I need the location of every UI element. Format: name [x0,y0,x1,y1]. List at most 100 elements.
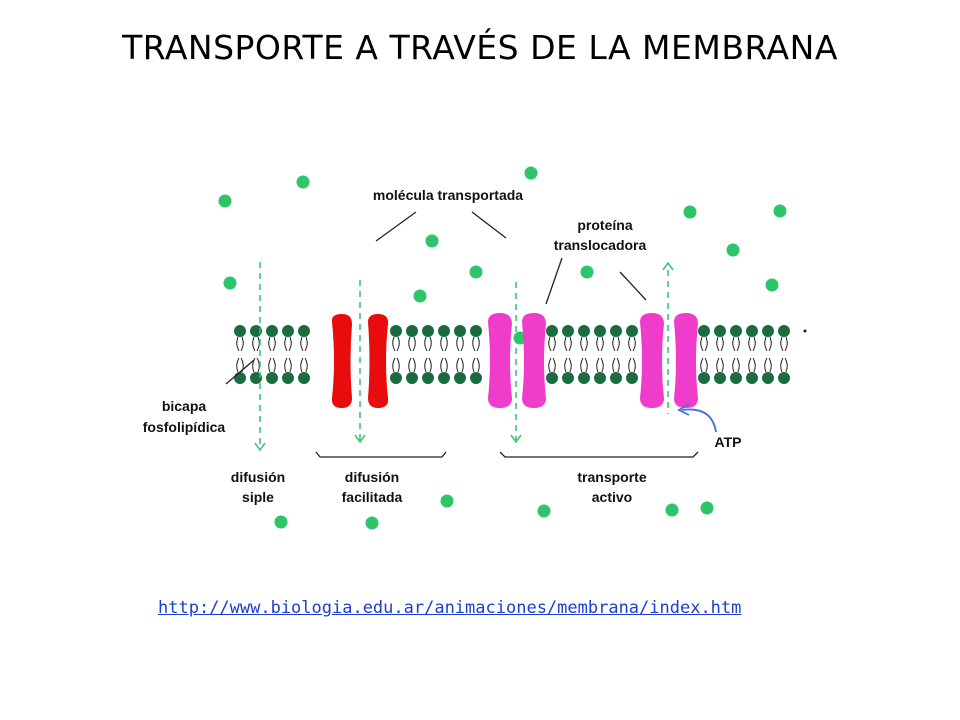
active-transport-bracket [499,451,699,458]
lipid-tails [596,336,604,373]
lipid-head-top [746,325,758,337]
molecule [365,516,379,530]
molecule [765,278,779,292]
molecule [726,243,740,257]
label-active-transport-line1: transporte [577,469,646,485]
lipid-head-bottom [698,372,710,384]
lipid-head-bottom [562,372,574,384]
lipid-head-bottom [578,372,590,384]
molecule [440,494,454,508]
lipid-head-top [698,325,710,337]
carrier-protein [522,313,546,408]
molecule [274,515,288,529]
lipid-head-bottom [282,372,294,384]
lipid-head-top [470,325,482,337]
lipid-tails [300,336,308,373]
channel-protein-right [368,314,389,408]
lipid-head-bottom [626,372,638,384]
label-bilayer-line1: bicapa [162,398,207,414]
lipid-head-top [282,325,294,337]
lipid-head-top [390,325,402,337]
lipid-tails [284,336,292,373]
carrier-protein-group-1 [488,313,546,408]
molecule [700,501,714,515]
protein-leader-left [545,257,563,305]
molecule [425,234,439,248]
lipid-head-top [406,325,418,337]
lipid-head-top [594,325,606,337]
slide-title: TRANSPORTE A TRAVÉS DE LA MEMBRANA [122,28,838,67]
source-link[interactable]: http://www.biologia.edu.ar/animaciones/m… [158,598,742,618]
lipid-head-top [298,325,310,337]
lipid-head-bottom [438,372,450,384]
molecule-leader-right [471,211,507,239]
lipid-head-top [266,325,278,337]
lipid-head-bottom [406,372,418,384]
lipid-head-bottom [470,372,482,384]
lipid-tails [612,336,620,373]
lipid-head-bottom [546,372,558,384]
lipid-head-top [714,325,726,337]
lipid-tails [564,336,572,373]
label-protein-line2: translocadora [554,237,647,253]
lipid-tails [268,336,276,373]
lipid-tails [472,336,480,373]
bilayer-leader [225,359,255,385]
lipid-head-top [762,325,774,337]
molecule [683,205,697,219]
lipid-tails [424,336,432,373]
molecule [580,265,594,279]
molecule [413,289,427,303]
passive-carrier-arrowhead [510,434,522,444]
lipid-tails [392,336,400,373]
lipid-head-top [454,325,466,337]
lipid-tails [580,336,588,373]
atp-arrowhead [677,403,690,416]
molecule [773,204,787,218]
label-facilitated-diffusion-line2: facilitada [342,489,403,505]
channel-protein-left [331,314,352,408]
lipid-tails [236,336,244,373]
simple-diffusion-arrowhead [254,442,266,452]
lipid-head-bottom [234,372,246,384]
lipid-tails [716,336,724,373]
label-active-transport-line2: activo [592,489,632,505]
lipid-tails [456,336,464,373]
lipid-head-top [578,325,590,337]
leader-lines [225,211,647,385]
label-facilitated-diffusion-line1: difusión [345,469,399,485]
lipid-tails [748,336,756,373]
molecule [223,276,237,290]
carrier-protein [640,313,664,408]
facilitated-diffusion-bracket [315,451,447,458]
molecule-leader-left [375,211,417,242]
lipid-tails [440,336,448,373]
lipid-tails [764,336,772,373]
membrane-end-dot [803,329,807,333]
lipid-tails [408,336,416,373]
molecule [218,194,232,208]
label-simple-diffusion-line2: siple [242,489,274,505]
lipid-head-top [546,325,558,337]
lipid-head-bottom [610,372,622,384]
lipid-head-bottom [266,372,278,384]
lipid-head-bottom [762,372,774,384]
lipid-head-bottom [730,372,742,384]
label-simple-diffusion-line1: difusión [231,469,285,485]
carrier-protein-group-2 [640,313,698,408]
lipid-tails [252,336,260,373]
molecule [524,166,538,180]
brackets [315,451,699,458]
lipid-head-bottom [594,372,606,384]
molecule [469,265,483,279]
lipid-tails [700,336,708,373]
lipid-tails [780,336,788,373]
lipid-head-top [562,325,574,337]
lipid-head-top [422,325,434,337]
carrier-protein [674,313,698,408]
active-transport-arrowhead [662,261,674,271]
lipid-head-top [250,325,262,337]
facilitated-diffusion-arrowhead [354,434,366,444]
label-atp: ATP [715,434,742,450]
